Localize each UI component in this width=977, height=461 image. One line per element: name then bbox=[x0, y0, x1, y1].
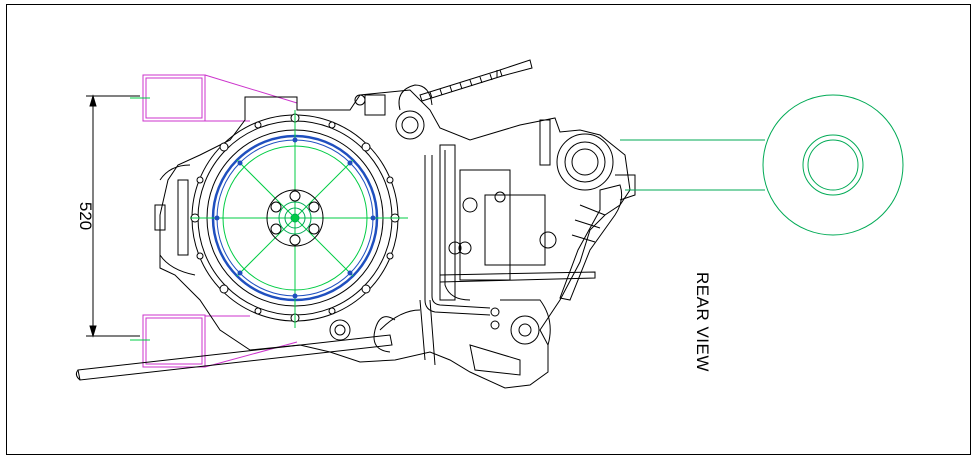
dimension-520 bbox=[86, 94, 140, 338]
fan-outer bbox=[762, 94, 904, 236]
fan-drive bbox=[620, 94, 904, 236]
drawing-border bbox=[6, 4, 971, 455]
throttle-rod bbox=[419, 59, 533, 102]
crankshaft-hub bbox=[266, 189, 324, 247]
engine-mount-lower bbox=[130, 314, 298, 368]
view-label: REAR VIEW bbox=[693, 272, 712, 372]
fan-hub-outer bbox=[802, 134, 864, 196]
turbocharger bbox=[539, 119, 636, 301]
dimension-value: 520 bbox=[76, 202, 95, 230]
tail-pipe bbox=[75, 334, 393, 381]
engine-block bbox=[154, 84, 631, 389]
engine-mount-upper bbox=[130, 74, 298, 122]
fuel-lines bbox=[379, 150, 500, 331]
fan-hub-inner bbox=[807, 139, 859, 191]
flywheel-bolts bbox=[214, 137, 376, 299]
